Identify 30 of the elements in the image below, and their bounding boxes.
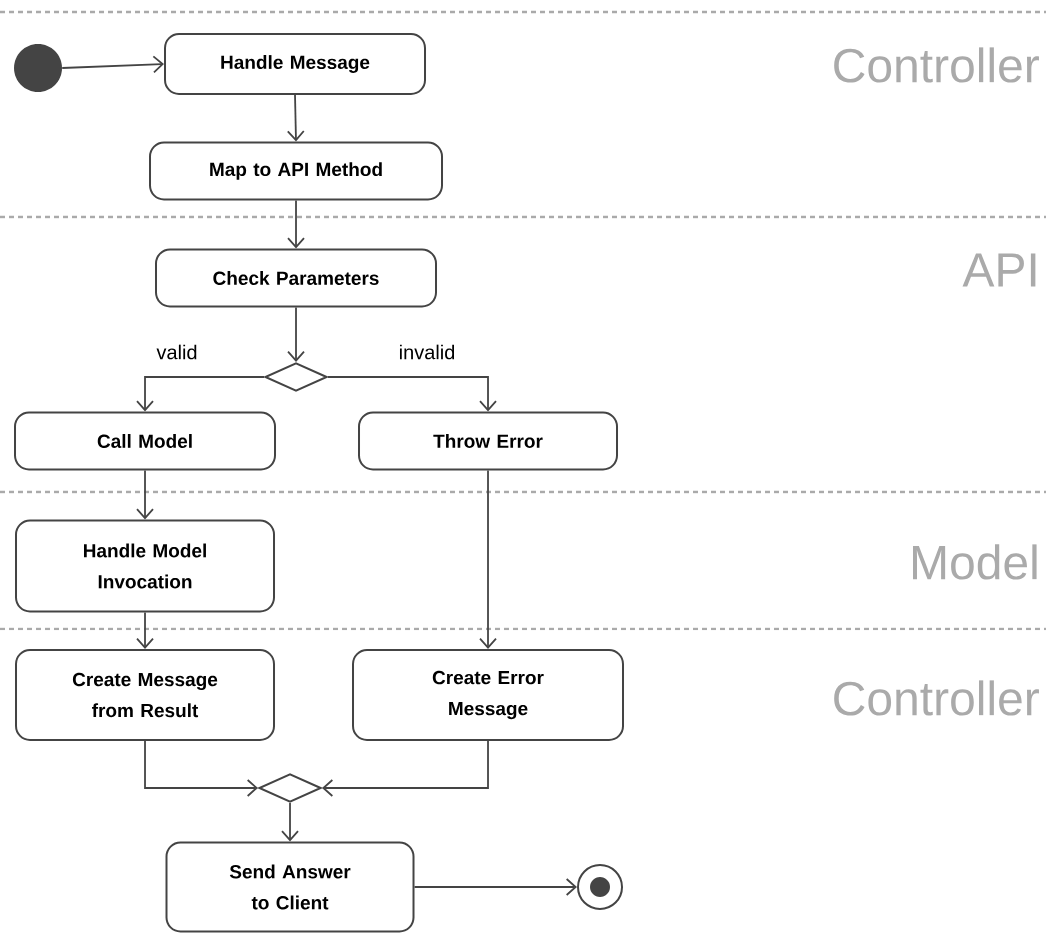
arrow [479, 469, 497, 649]
arrow [287, 199, 305, 249]
arrow [144, 740, 258, 797]
arrow [287, 306, 305, 362]
action-box: Send Answer to Client [165, 841, 415, 933]
edge-label: invalid [400, 344, 455, 360]
lane-label: Controller [834, 680, 1039, 716]
start-node [14, 44, 62, 92]
action-box: Create Message from Result [15, 649, 275, 741]
action-box: Call Model [14, 411, 276, 471]
arrow [322, 740, 489, 797]
lane-label: API [962, 253, 1036, 287]
action-box: Handle Model Invocation [15, 519, 275, 613]
arrow [136, 376, 265, 412]
action-box: Throw Error [358, 411, 618, 471]
edge-label: valid [156, 344, 197, 360]
lane-label: Model [913, 544, 1037, 580]
end-node [577, 864, 623, 910]
arrow [286, 94, 305, 142]
arrow [136, 611, 154, 649]
action-box: Map to API Method [149, 141, 443, 201]
arrow [61, 55, 164, 74]
action-box: Handle Message [164, 33, 426, 95]
arrow [136, 469, 154, 520]
arrow [413, 878, 577, 896]
arrow [281, 802, 299, 842]
action-box: Create Error Message [352, 649, 624, 741]
arrow [327, 376, 497, 412]
lane-label: Controller [834, 47, 1039, 83]
action-box: Check Parameters [155, 248, 437, 308]
